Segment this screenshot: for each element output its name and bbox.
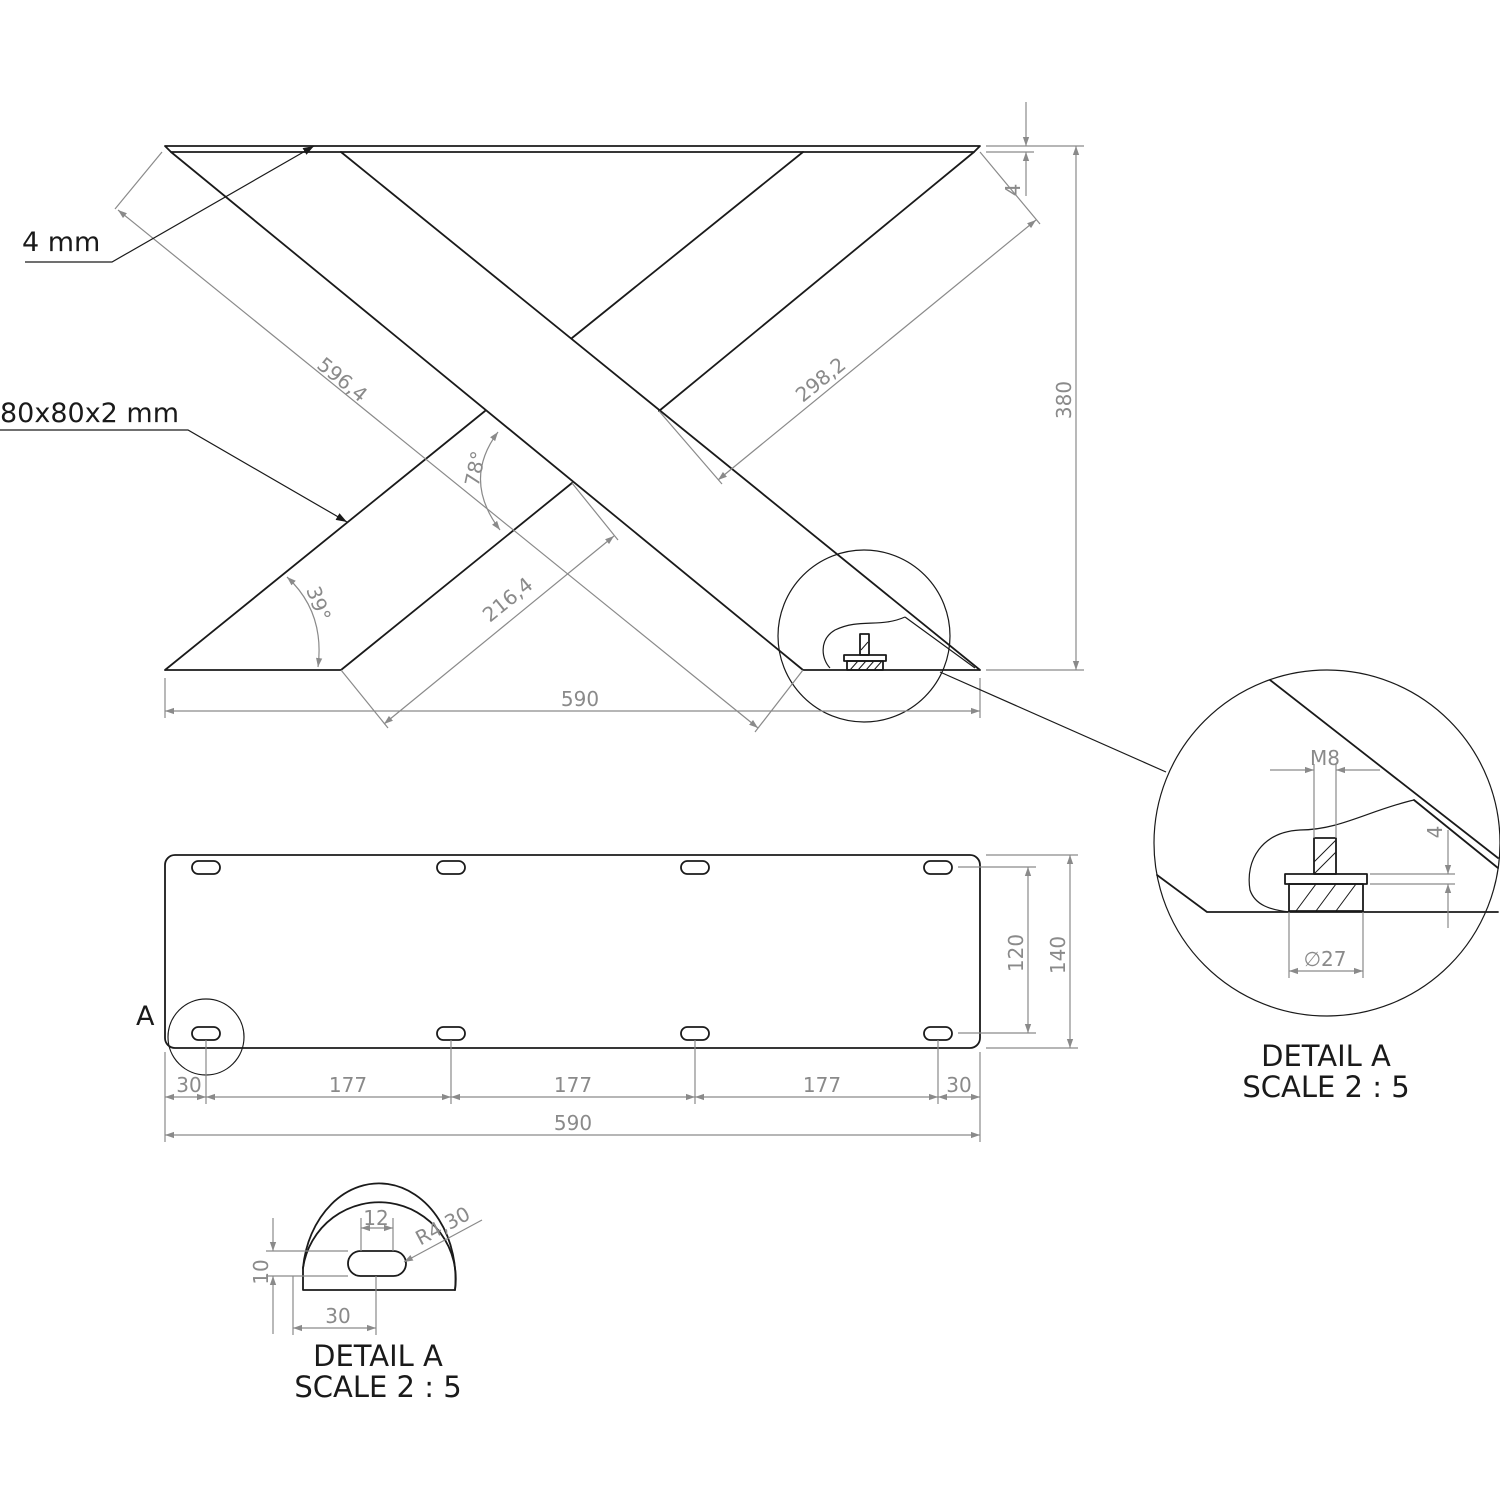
dim-380: 380	[1052, 381, 1076, 419]
detail-scale-slot: SCALE 2 : 5	[294, 1370, 461, 1404]
break-line	[822, 616, 906, 669]
detail-marker-a: A	[136, 1001, 155, 1032]
front-view: 596,4 298,2 216,4 590 380 4 78° 39° 4 mm	[0, 102, 1167, 773]
dim-30-slot: 30	[325, 1304, 350, 1328]
dim-216-4: 216,4	[478, 572, 538, 627]
leg-ascending	[164, 151, 975, 671]
dim-r-4-30: R4,30	[411, 1202, 474, 1251]
slots-bottom	[191, 1026, 953, 1041]
angle-78: 78°	[460, 449, 491, 489]
angle-39: 39°	[301, 583, 336, 625]
dim-177-b: 177	[554, 1073, 592, 1097]
slot-detail	[347, 1250, 407, 1277]
plate-outline	[164, 854, 981, 1049]
dim-30-right: 30	[946, 1073, 971, 1097]
leader-plate	[25, 145, 315, 263]
detail-title-slot: DETAIL A	[313, 1339, 443, 1373]
dim-4-detail: 4	[1423, 826, 1447, 839]
dim-177-c: 177	[803, 1073, 841, 1097]
leader-tube	[0, 429, 348, 523]
dim-596-4: 596,4	[313, 352, 373, 407]
dim-dia-27: ∅27	[1304, 947, 1347, 971]
detail-a-slot: 12 R4,30 10 30 DETAIL A SCALE 2 : 5	[249, 1182, 483, 1404]
plate-edge-detail	[904, 616, 976, 669]
detail-title-right: DETAIL A	[1261, 1039, 1391, 1073]
detail-connector	[939, 671, 1167, 773]
top-plate	[164, 145, 981, 153]
slots-top	[191, 860, 953, 875]
dim-120: 120	[1004, 934, 1028, 972]
leader-plate-text: 4 mm	[22, 227, 100, 258]
levelling-foot-small	[843, 633, 887, 671]
dim-177-a: 177	[329, 1073, 367, 1097]
dim-m8: M8	[1310, 746, 1340, 770]
detail-circle-main	[777, 549, 951, 723]
dim-30-left: 30	[176, 1073, 201, 1097]
slot-detail-outline	[302, 1182, 457, 1291]
detail-circle-large	[1153, 669, 1500, 1017]
leader-tube-text: 80x80x2 mm	[0, 398, 179, 429]
plate-view: A 120 140 30 177 177 177 30 590	[136, 854, 1078, 1142]
dim-4-top: 4	[1001, 184, 1025, 197]
dim-590-total: 590	[554, 1111, 592, 1135]
dim-10: 10	[249, 1259, 273, 1284]
dim-590-top: 590	[561, 687, 599, 711]
detail-scale-right: SCALE 2 : 5	[1242, 1070, 1409, 1104]
dim-12: 12	[363, 1206, 388, 1230]
dim-140: 140	[1046, 936, 1070, 974]
detail-a-foot: M8 4 ∅27 DETAIL A SCALE 2 : 5	[1153, 669, 1500, 1104]
levelling-foot-large	[1284, 837, 1368, 912]
leg-descending	[170, 151, 981, 671]
